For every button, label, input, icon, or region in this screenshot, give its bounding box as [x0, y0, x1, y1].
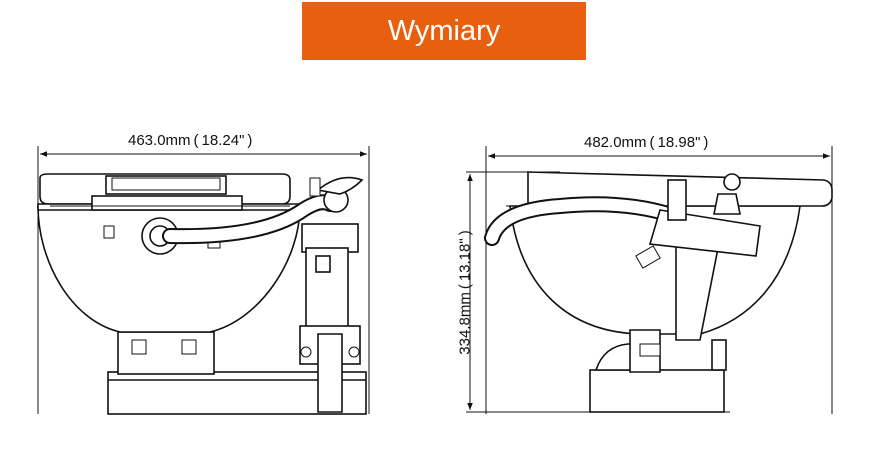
front-bowl — [37, 173, 301, 333]
front-width-label: 463.0mm ( 18.24" ) — [128, 132, 253, 149]
side-base — [589, 339, 727, 413]
front-width-dimension — [37, 146, 370, 414]
title-banner: Wymiary — [302, 2, 586, 60]
side-pump — [629, 173, 761, 373]
front-pump — [299, 176, 364, 413]
side-view — [466, 146, 833, 414]
side-width-label: 482.0mm ( 18.98" ) — [584, 134, 709, 151]
side-hose — [484, 196, 676, 246]
front-hose — [162, 194, 338, 245]
front-view — [37, 146, 370, 415]
page-title: Wymiary — [387, 14, 501, 47]
